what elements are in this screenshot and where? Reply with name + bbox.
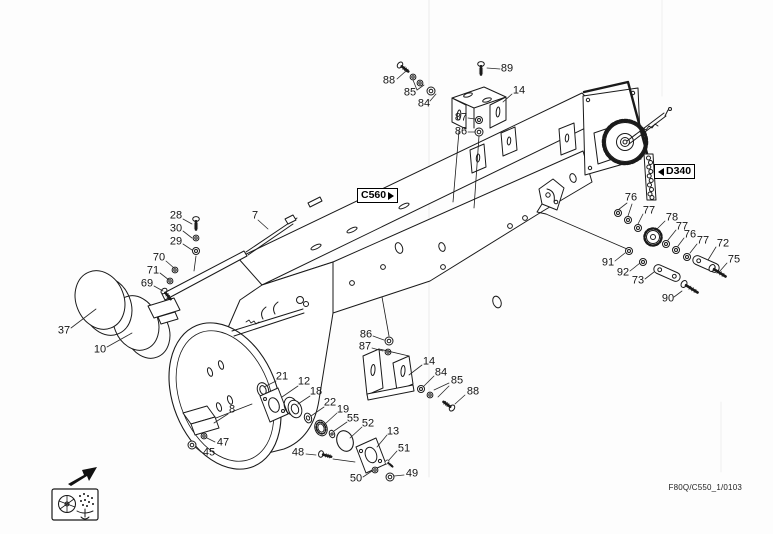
- bearing-row: [256, 382, 396, 482]
- lever-bar: [582, 80, 651, 163]
- band-37: [74, 270, 133, 336]
- bracket-8-assembly: [182, 403, 253, 450]
- bracket-14-top-assembly: [394, 59, 507, 209]
- drum-housing: [168, 261, 334, 470]
- sprocket-78: [643, 227, 663, 247]
- drawing-code: F80Q/C550_1/0103: [668, 483, 742, 492]
- rod-7-assembly: [161, 214, 298, 301]
- direction-arrow-icon[interactable]: [68, 467, 97, 486]
- drive-chain: [643, 153, 657, 201]
- leader-lines: [70, 67, 728, 478]
- tensioner-parts: [545, 209, 729, 297]
- gearbox: [582, 80, 672, 176]
- link-73: [653, 264, 681, 282]
- crank-shaft: [626, 107, 672, 145]
- bracket-14-bottom-assembly: [362, 296, 458, 414]
- latch-mechanism: [231, 296, 309, 337]
- section-pictogram[interactable]: [51, 488, 99, 521]
- band-clamp: [147, 297, 181, 325]
- wedge-bracket: [536, 178, 565, 215]
